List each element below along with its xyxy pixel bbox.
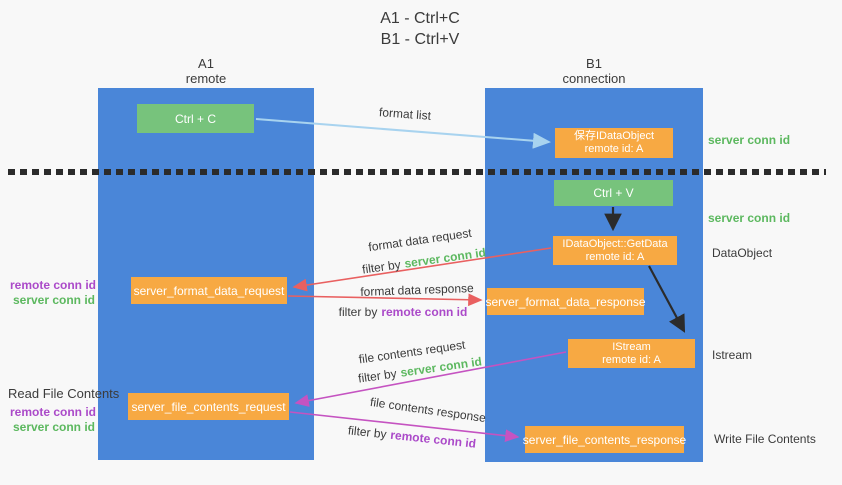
label-remote-conn-id-1: remote conn id — [10, 278, 97, 292]
node-save-idataobject-line2: remote id: A — [584, 143, 644, 155]
column-b1-role: connection — [562, 71, 626, 86]
arrow-file-contents-request — [294, 351, 567, 407]
column-b1-name: B1 — [586, 56, 602, 71]
node-file-response-label: server_file_contents_response — [522, 432, 687, 447]
filter-by-text-2: filter by — [338, 305, 378, 319]
label-conn-id-pair-top: remote conn id server conn id — [10, 278, 97, 308]
label-remote-conn-id-2: remote conn id — [10, 405, 97, 419]
node-getdata-line2: remote id: A — [585, 250, 645, 263]
node-server-file-contents-response: server_file_contents_response — [522, 426, 687, 453]
label-server-conn-id-mid: server conn id — [708, 211, 791, 225]
node-server-file-contents-request: server_file_contents_request — [128, 393, 289, 420]
node-format-request-label: server_format_data_request — [133, 283, 285, 298]
node-file-request-label: server_file_contents_request — [131, 399, 286, 414]
arrow-format-list — [255, 118, 551, 149]
label-server-conn-id-2: server conn id — [12, 420, 95, 434]
column-a1-name: A1 — [198, 56, 214, 71]
arrow-format-data-response — [287, 293, 483, 307]
node-format-response-label: server_format_data_response — [485, 294, 646, 309]
diagram-title: A1 - Ctrl+C B1 - Ctrl+V — [300, 8, 540, 50]
label-server-conn-id-top: server conn id — [708, 133, 791, 147]
label-write-file-contents: Write File Contents — [714, 432, 816, 446]
arrow-getdata-to-istream — [648, 265, 686, 333]
node-istream-line1: IStream — [612, 340, 651, 353]
phase-separator-dotted-line — [8, 169, 826, 175]
title-line-1: A1 - Ctrl+C — [380, 10, 460, 27]
node-save-idataobject: 保存IDataObject remote id: A — [555, 128, 673, 158]
node-server-format-data-response: server_format_data_response — [485, 288, 646, 315]
node-istream-line2: remote id: A — [602, 353, 661, 366]
filter-remote-conn-id-1: remote conn id — [381, 305, 468, 319]
node-server-format-data-request: server_format_data_request — [131, 277, 287, 304]
label-read-file-contents: Read File Contents — [8, 386, 120, 401]
label-conn-id-pair-bottom: remote conn id server conn id — [10, 405, 97, 435]
column-a1-role: remote — [185, 71, 227, 86]
node-ctrl-v: Ctrl + V — [554, 180, 673, 206]
node-istream: IStream remote id: A — [568, 339, 695, 368]
node-idataobject-getdata: IDataObject::GetData remote id: A — [553, 236, 677, 265]
label-server-conn-id-1: server conn id — [12, 293, 95, 307]
arrow-format-data-request — [292, 247, 552, 292]
label-istream: Istream — [712, 348, 753, 362]
node-getdata-line1: IDataObject::GetData — [562, 237, 668, 250]
node-ctrl-c-label: Ctrl + C — [174, 111, 216, 126]
node-ctrl-v-label: Ctrl + V — [593, 186, 634, 200]
column-header-a1: A1 remote — [98, 56, 314, 86]
arrow-file-contents-response — [289, 411, 520, 442]
node-ctrl-c: Ctrl + C — [137, 104, 254, 133]
label-dataobject: DataObject — [712, 246, 773, 260]
column-header-b1: B1 connection — [485, 56, 703, 86]
title-line-2: B1 - Ctrl+V — [380, 31, 460, 48]
node-save-idataobject-line1: 保存IDataObject — [573, 130, 655, 142]
